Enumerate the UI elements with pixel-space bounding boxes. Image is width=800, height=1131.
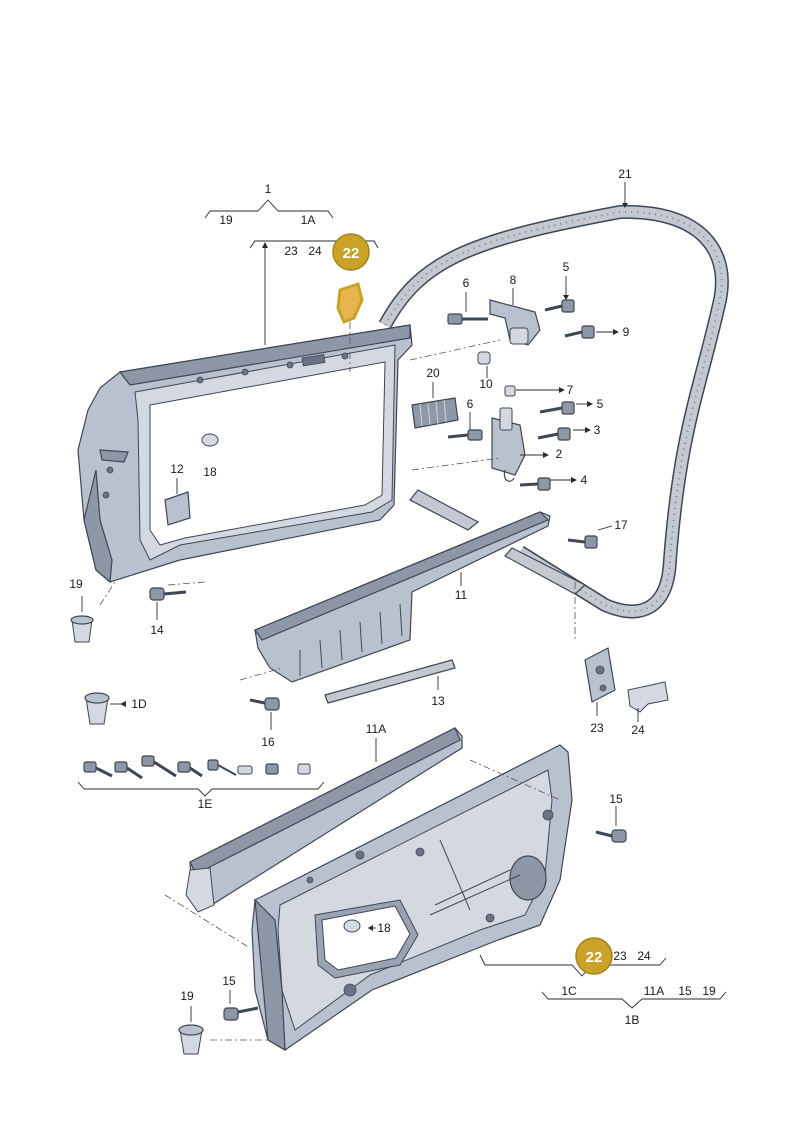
label-15b: 15: [678, 984, 692, 998]
hinge-upper-8: [489, 288, 541, 346]
part-20-pad: [411, 382, 459, 429]
label-19d: 19: [180, 989, 194, 1003]
label-14: 14: [150, 623, 164, 637]
label-6: 6: [463, 276, 470, 290]
label-20: 20: [426, 366, 440, 380]
label-19: 19: [219, 213, 233, 227]
highlight-badge-22-lower: 22: [575, 937, 613, 975]
callout-labels: 1 19 1A 23 24 21 5 6 8 9 10 20 7 6 5 3 2…: [69, 167, 716, 1027]
label-18: 18: [203, 465, 217, 479]
label-1E: 1E: [198, 797, 213, 811]
part-12-bracket: [164, 478, 191, 526]
label-24: 24: [308, 244, 322, 258]
label-11A: 11A: [366, 722, 386, 736]
door-shell-upper: [77, 324, 413, 584]
part-11-trim: [254, 511, 551, 683]
label-21: 21: [618, 167, 632, 181]
part-1E-fasteners: [77, 755, 325, 797]
group-1B-bracket: [479, 954, 727, 1009]
door-seal-21: [378, 182, 729, 619]
label-1D: 1D: [131, 697, 147, 711]
label-1C: 1C: [561, 984, 577, 998]
label-13: 13: [431, 694, 445, 708]
part-24-bracket: [627, 681, 669, 722]
label-5: 5: [563, 260, 570, 274]
label-11A-b: 11A: [644, 984, 664, 998]
label-9: 9: [623, 325, 630, 339]
label-24b: 24: [631, 723, 645, 737]
part-19-nut-lower: [178, 1006, 204, 1055]
label-5b: 5: [597, 397, 604, 411]
part-15-bolt-left: [223, 990, 259, 1021]
hinge-bolts: [447, 299, 598, 549]
part-18-plug: [201, 433, 219, 447]
leader-arrowheads: [120, 203, 628, 931]
label-6b: 6: [467, 397, 474, 411]
label-2: 2: [556, 447, 563, 461]
group-1-bracket: [204, 199, 379, 345]
highlight-badge-22-upper: 22: [332, 233, 370, 271]
label-18b: 18: [377, 921, 391, 935]
label-10: 10: [479, 377, 493, 391]
label-22-lower: 22: [586, 949, 603, 966]
hinge-lower-2: [491, 407, 548, 482]
label-23b: 23: [590, 721, 604, 735]
label-17: 17: [614, 518, 628, 532]
label-1A: 1A: [301, 213, 316, 227]
part-14-bolt: [149, 581, 206, 620]
part-13-strip: [324, 659, 456, 704]
part-11A-seal-strip: [185, 727, 463, 913]
label-24c: 24: [637, 949, 651, 963]
label-16: 16: [261, 735, 275, 749]
label-4: 4: [581, 473, 588, 487]
label-3: 3: [594, 423, 601, 437]
part-1D-nut: [84, 692, 126, 725]
label-22-upper: 22: [343, 245, 360, 262]
part-19-nut-left: [70, 581, 116, 643]
label-19b: 19: [69, 577, 83, 591]
door-inner-panel: [251, 744, 573, 1052]
label-7: 7: [567, 383, 574, 397]
part-23-striker: [574, 582, 616, 716]
sill-strip-upper: [409, 489, 587, 595]
label-1: 1: [265, 182, 272, 196]
label-1B: 1B: [625, 1013, 640, 1027]
part-15-bolt-right: [595, 806, 627, 843]
part-16-bolt: [239, 667, 283, 730]
label-23: 23: [284, 244, 298, 258]
label-12: 12: [170, 462, 184, 476]
label-15: 15: [609, 792, 623, 806]
label-15c: 15: [222, 974, 236, 988]
label-23c: 23: [613, 949, 627, 963]
label-11: 11: [455, 588, 468, 602]
label-19c: 19: [702, 984, 716, 998]
part-22-bracket-upper: [336, 282, 364, 372]
label-8: 8: [510, 273, 517, 287]
